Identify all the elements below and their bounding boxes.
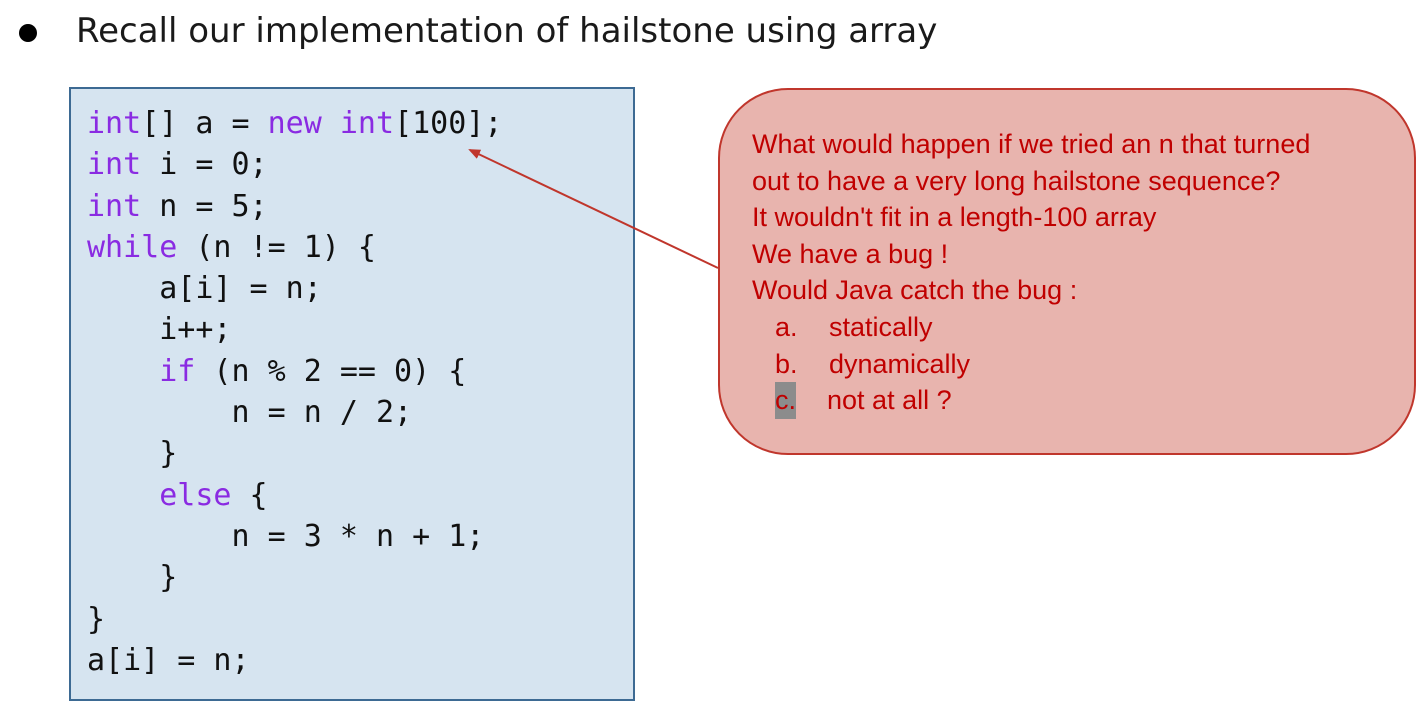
callout-line: Would Java catch the bug : xyxy=(752,272,1310,309)
callout-text: What would happen if we tried an n that … xyxy=(752,126,1310,419)
code-token: } xyxy=(87,560,178,596)
callout-line-1: What would happen if we tried an n that … xyxy=(752,129,1311,159)
option-letter: b. xyxy=(775,348,798,379)
callout-line: We have a bug ! xyxy=(752,236,1310,273)
code-token: i = 0; xyxy=(141,147,268,183)
code-line: else { xyxy=(87,475,502,516)
code-token: [100]; xyxy=(394,106,503,141)
code-line: int i = 0; xyxy=(87,144,502,185)
code-keyword: if xyxy=(159,353,196,389)
option-text: statically xyxy=(829,311,933,342)
callout-line-4: We have a bug ! xyxy=(752,238,949,269)
bullet-text: Recall our implementation of hailstone u… xyxy=(76,11,938,51)
code-line: } xyxy=(87,557,502,598)
bullet-dot xyxy=(19,24,37,42)
callout-line-5: Would Java catch the bug : xyxy=(752,275,1078,306)
code-line: } xyxy=(87,599,502,640)
code-line: } xyxy=(87,433,502,474)
code-token xyxy=(87,354,159,389)
code-token: n = 5; xyxy=(141,188,268,224)
code-line: while (n != 1) { xyxy=(87,227,502,268)
code-line: int[] a = new int[100]; xyxy=(87,103,502,144)
code-line: a[i] = n; xyxy=(87,268,502,309)
option-b: b. dynamically xyxy=(752,346,1310,383)
code-token: (n % 2 == 0) { xyxy=(195,353,467,389)
code-keyword: int xyxy=(87,147,142,183)
callout-line: out to have a very long hailstone sequen… xyxy=(752,163,1310,200)
code-token xyxy=(322,106,340,141)
code-token: a[i] = n; xyxy=(87,642,250,678)
code-block: int[] a = new int[100];int i = 0;int n =… xyxy=(87,103,502,681)
option-letter: a. xyxy=(775,311,798,342)
code-token: } xyxy=(87,436,178,472)
code-line: int n = 5; xyxy=(87,186,502,227)
code-token xyxy=(87,478,159,513)
code-token: [] a = xyxy=(141,106,268,141)
option-c: c. not at all ? xyxy=(752,382,1310,419)
option-text: not at all ? xyxy=(827,385,952,416)
code-line: a[i] = n; xyxy=(87,640,502,681)
callout-line-2: out to have a very long hailstone sequen… xyxy=(752,165,1281,196)
code-line: i++; xyxy=(87,309,502,350)
code-keyword: int xyxy=(87,106,142,141)
code-keyword: else xyxy=(159,477,232,513)
callout-line: What would happen if we tried an n that … xyxy=(752,126,1310,163)
callout-line: It wouldn't fit in a length-100 array xyxy=(752,199,1310,236)
code-box: int[] a = new int[100];int i = 0;int n =… xyxy=(69,87,635,701)
code-token: a[i] = n; xyxy=(87,271,322,307)
callout-bubble: What would happen if we tried an n that … xyxy=(718,88,1416,455)
code-token: i++; xyxy=(87,312,232,348)
callout-line-3: It wouldn't fit in a length-100 array xyxy=(752,202,1157,233)
option-letter-highlighted: c. xyxy=(775,382,797,419)
code-token: { xyxy=(231,477,268,513)
option-text: dynamically xyxy=(829,348,971,379)
option-a: a. statically xyxy=(752,309,1310,346)
code-token: } xyxy=(87,601,106,637)
code-token: n = n / 2; xyxy=(87,395,413,431)
code-line: n = 3 * n + 1; xyxy=(87,516,502,557)
code-keyword: int xyxy=(339,106,395,141)
code-token: (n != 1) { xyxy=(177,229,376,265)
code-line: n = n / 2; xyxy=(87,392,502,433)
code-keyword: new xyxy=(267,106,322,141)
code-line: if (n % 2 == 0) { xyxy=(87,351,502,392)
code-keyword: while xyxy=(87,229,178,265)
code-token: n = 3 * n + 1; xyxy=(87,518,485,554)
code-keyword: int xyxy=(87,188,142,224)
